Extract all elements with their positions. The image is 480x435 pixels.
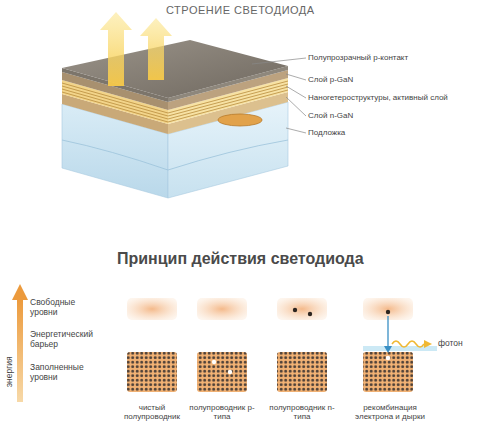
photon-label: фотон bbox=[438, 339, 463, 349]
caption-label: полупроводник n-типа bbox=[267, 403, 337, 421]
axis-label: энергия bbox=[5, 356, 15, 387]
part-label: Наногетероструктуры, активный слой bbox=[308, 93, 448, 102]
caption-label: чистый полупроводник bbox=[117, 403, 187, 421]
level-label: Заполненные уровни bbox=[30, 363, 96, 383]
level-label: Энергетический барьер bbox=[30, 330, 100, 350]
caption-label: полупроводник p-типа bbox=[187, 403, 257, 421]
part-label: Слой p-GaN bbox=[308, 75, 353, 84]
caption-label: рекомбинация электрона и дырки bbox=[348, 403, 432, 421]
part-label: Слой n-GaN bbox=[308, 111, 353, 120]
title: СТРОЕНИЕ СВЕТОДИОДА bbox=[166, 4, 315, 17]
section-heading: Принцип действия светодиода bbox=[117, 250, 364, 268]
part-label: Полупрозрачный p-контакт bbox=[308, 53, 408, 62]
part-label: Подложка bbox=[308, 128, 345, 137]
level-label: Свободные уровни bbox=[30, 298, 96, 318]
